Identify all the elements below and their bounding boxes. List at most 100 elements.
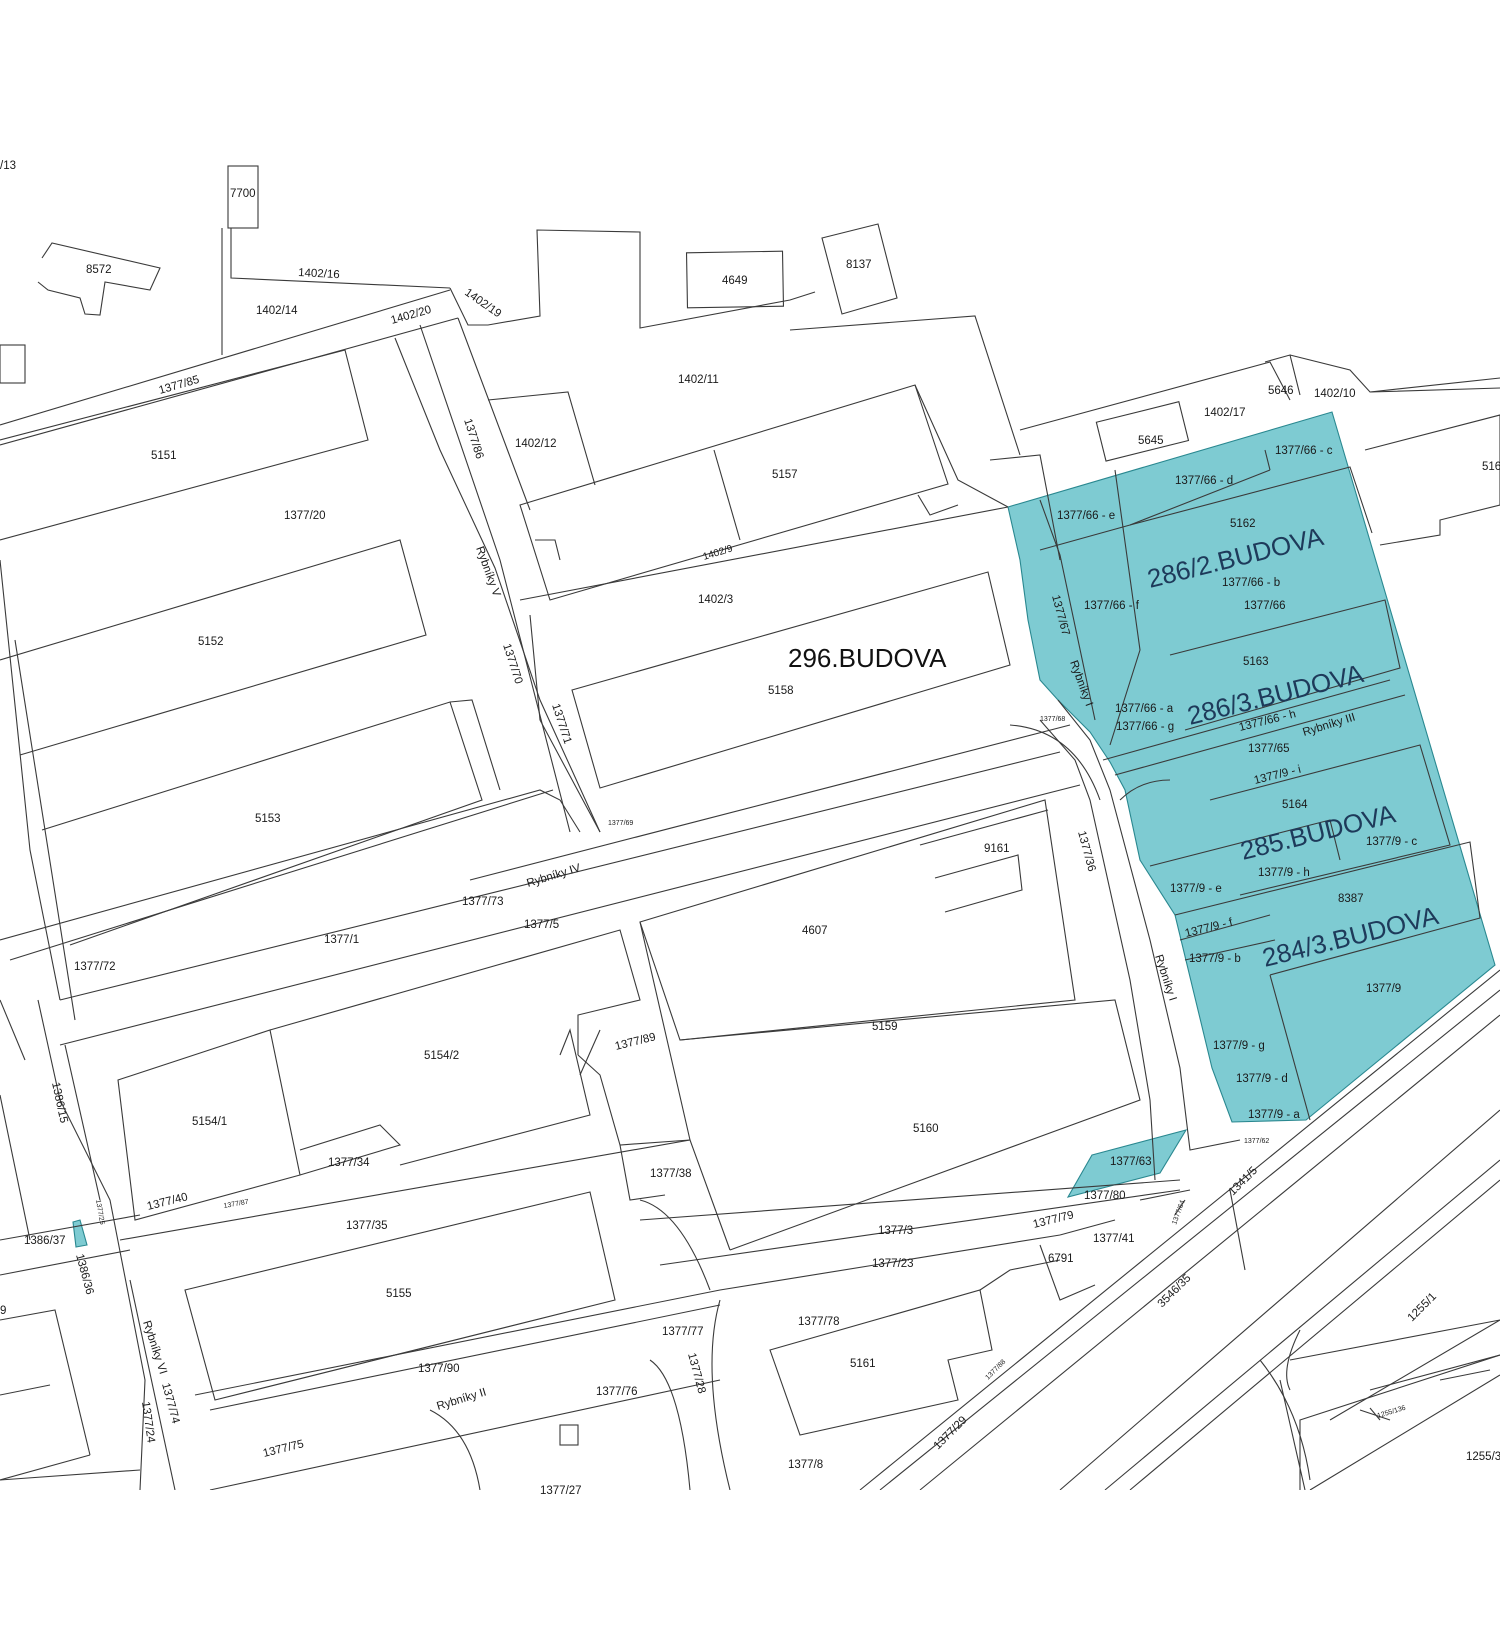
parcel-label: 1377/66 bbox=[1244, 600, 1286, 612]
parcel-label: 1377/75 bbox=[262, 1438, 305, 1460]
parcel-label: 1377/8 bbox=[788, 1459, 823, 1471]
parcel-label: 1377/88 bbox=[984, 1358, 1007, 1381]
parcel-label: 1377/78 bbox=[798, 1316, 840, 1328]
parcel-label: 1377/38 bbox=[650, 1168, 692, 1180]
parcel-label: 5154/2 bbox=[424, 1050, 459, 1062]
parcel-label: 5645 bbox=[1138, 435, 1164, 447]
parcel-label: 5151 bbox=[151, 450, 177, 462]
parcel-label: 1377/76 bbox=[596, 1386, 638, 1398]
parcel-label: 1377/86 bbox=[461, 417, 485, 460]
parcel-label: 1402/3 bbox=[698, 594, 733, 606]
parcel-label: 1377/87 bbox=[223, 1199, 249, 1210]
highlighted-parcels bbox=[72, 411, 1496, 1248]
parcel-label: 1402/10 bbox=[1314, 388, 1356, 400]
parcel-label: 8572 bbox=[86, 264, 112, 276]
parcel-label: 1377/66 - c bbox=[1275, 445, 1333, 457]
parcel-label: 8387 bbox=[1338, 893, 1364, 905]
parcel-label: 5161 bbox=[850, 1358, 876, 1370]
parcel-label: 6791 bbox=[1048, 1253, 1074, 1265]
parcel-label: 1377/9 - a bbox=[1248, 1109, 1300, 1121]
parcel-label: 1377/71 bbox=[549, 702, 573, 745]
parcel-label: 1377/90 bbox=[418, 1363, 460, 1375]
parcel-label: 4607 bbox=[802, 925, 828, 937]
parcel-label: 1377/20 bbox=[284, 510, 326, 522]
parcel-label: 1377/36 bbox=[1075, 830, 1097, 873]
parcel-label: 3546/35 bbox=[1156, 1272, 1194, 1310]
parcel-label: 1377/23 bbox=[872, 1258, 914, 1270]
parcel-label: 1377/9 - e bbox=[1170, 883, 1222, 895]
parcel-label: 1402/16 bbox=[298, 267, 340, 281]
parcel-label: 1377/41 bbox=[1093, 1233, 1135, 1245]
parcel-label: 1377/64 bbox=[1171, 1199, 1186, 1225]
parcel-label: 1377/73 bbox=[462, 896, 504, 908]
parcel-label: 1402/14 bbox=[256, 305, 298, 317]
parcel-label: 7700 bbox=[230, 188, 256, 200]
parcel-label: 1377/28 bbox=[685, 1352, 707, 1395]
parcel-label: 5163 bbox=[1243, 656, 1269, 668]
parcel-label: 1377/72 bbox=[74, 961, 116, 973]
parcel-label: 1386/37 bbox=[24, 1235, 66, 1247]
parcel-label: 5164 bbox=[1282, 799, 1308, 811]
parcel-label: 1377/66 - e bbox=[1057, 510, 1115, 522]
parcel-label: 1386/15 bbox=[49, 1081, 69, 1124]
highlighted-parcel-1377-63[interactable] bbox=[1066, 1129, 1188, 1198]
parcel-label: 1377/80 bbox=[1084, 1190, 1126, 1202]
map-lines bbox=[0, 165, 1500, 1491]
parcel-label: 1377/27 bbox=[540, 1485, 582, 1497]
parcel-label: 1377/9 bbox=[1366, 983, 1401, 995]
parcel-label: 1402/19 bbox=[462, 287, 503, 321]
parcel-label: 1377/63 bbox=[1110, 1156, 1152, 1168]
parcel-label: /13 bbox=[0, 160, 16, 172]
parcel-label: 1377/40 bbox=[146, 1191, 189, 1213]
parcel-label: 1377/77 bbox=[662, 1326, 704, 1338]
bottom-margin bbox=[0, 1490, 1500, 1640]
parcel-label: 5153 bbox=[255, 813, 281, 825]
street-label-rybniky-i-bottom: Rybníky I bbox=[1152, 953, 1178, 1002]
parcel-label: 5157 bbox=[772, 469, 798, 481]
street-label-rybniky-ii: Rybníky II bbox=[435, 1386, 487, 1412]
parcel-label: 1377/35 bbox=[346, 1220, 388, 1232]
parcel-label: 1386/36 bbox=[73, 1253, 95, 1296]
parcel-label: 4649 bbox=[722, 275, 748, 287]
building-label-296: 296.BUDOVA bbox=[788, 643, 947, 673]
parcel-label: 1377/9 - c bbox=[1366, 836, 1417, 848]
parcel-label: 1402/11 bbox=[678, 374, 719, 386]
parcel-label: 5154/1 bbox=[192, 1116, 227, 1128]
highlighted-parcel-area[interactable] bbox=[1007, 411, 1496, 1123]
parcel-label: 1377/34 bbox=[328, 1157, 370, 1169]
parcel-label: 1377/69 bbox=[608, 820, 633, 827]
parcel-label: 5160 bbox=[913, 1123, 939, 1135]
parcel-label: 1402/20 bbox=[390, 304, 433, 327]
parcel-label: 1255/1 bbox=[1406, 1291, 1439, 1324]
parcel-label: 1377/9 - g bbox=[1213, 1040, 1265, 1052]
parcel-label: 1377/24 bbox=[139, 1401, 157, 1444]
parcel-label: 9161 bbox=[984, 843, 1010, 855]
parcel-label: 1255/3 bbox=[1466, 1451, 1500, 1463]
parcel-label: 1377/65 bbox=[1248, 743, 1290, 755]
parcel-label: 9 bbox=[0, 1305, 6, 1317]
parcel-label: 1377/66 - f bbox=[1084, 600, 1140, 612]
street-label-rybniky-iv: Rybníky IV bbox=[525, 862, 582, 890]
parcel-label: 1377/3 bbox=[878, 1225, 913, 1237]
parcel-label: 1377/62 bbox=[1244, 1138, 1269, 1145]
parcel-label: 8137 bbox=[846, 259, 872, 271]
parcel-label: 1402/12 bbox=[515, 438, 557, 450]
parcel-label: 1377/74 bbox=[159, 1382, 182, 1426]
parcel-label: 1377/66 - a bbox=[1115, 703, 1174, 715]
highlighted-parcel-small-left[interactable] bbox=[72, 1219, 88, 1248]
parcel-label: 1377/9 - d bbox=[1236, 1073, 1288, 1085]
parcel-label: 1341/5 bbox=[1227, 1165, 1260, 1198]
parcel-label: 1377/68 bbox=[1040, 716, 1065, 723]
parcel-label: 1402/17 bbox=[1204, 407, 1246, 419]
parcel-label: 516 bbox=[1482, 461, 1500, 473]
parcel-label: 1377/5 bbox=[524, 919, 559, 931]
parcel-label: 1377/1 bbox=[324, 934, 359, 946]
parcel-label: 1377/25 bbox=[94, 1199, 105, 1225]
parcel-label: 1377/79 bbox=[1032, 1209, 1075, 1231]
parcel-label: 5162 bbox=[1230, 518, 1256, 530]
parcel-label: 1377/66 - b bbox=[1222, 577, 1280, 589]
parcel-label: 1377/66 - g bbox=[1116, 721, 1174, 733]
parcel-label: 1377/9 - b bbox=[1189, 953, 1241, 965]
parcel-label: 5158 bbox=[768, 685, 794, 697]
